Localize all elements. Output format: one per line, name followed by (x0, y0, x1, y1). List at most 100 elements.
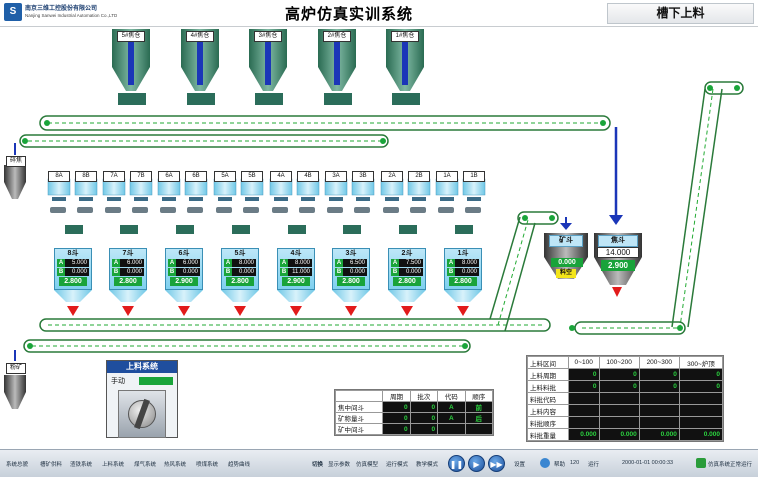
label-a: A (447, 259, 455, 267)
play-button[interactable]: ▶ (468, 455, 485, 472)
tool-display-params[interactable]: 显示参数 (328, 462, 351, 468)
status-text: 仿真系统正常运行 (708, 462, 753, 468)
stats-header: 上料区间 (527, 356, 569, 369)
label-a: A (335, 259, 343, 267)
tool-run-mode[interactable]: 运行模式 (386, 462, 409, 468)
bottom-toolbar: 系统总貌 槽矿供料 渣铁系统 上料系统 煤气系统 热风系统 喷煤系统 趋势曲线 … (0, 449, 758, 477)
cell-value: 0 (598, 380, 640, 393)
tool-sim-model[interactable]: 仿真模型 (356, 462, 379, 468)
cell-value: 0 (382, 412, 411, 424)
ore-bin-label: 2B (408, 171, 430, 182)
label-b: B (57, 268, 65, 276)
coke-bin-4-label: 4#焦仓 (186, 31, 214, 42)
row-label: 矿中间斗 (334, 423, 384, 435)
cell-value: 0 (678, 380, 724, 393)
value-b: 0.000 (399, 268, 423, 276)
value-b: 0.000 (65, 268, 89, 276)
cell-value: 0 (382, 423, 411, 435)
value-a: 8.000 (232, 259, 256, 267)
coke-bin-5-label: 5#焦仓 (117, 31, 145, 42)
cell-value: A (437, 412, 466, 424)
gate-table: 周期 批次 代码 顺序 焦中间斗 0 0 A 前 矿称量斗 0 0 A 后 矿中… (334, 390, 494, 435)
coke-bins (112, 29, 424, 105)
ore-bin-label: 5B (241, 171, 263, 182)
stats-header: 300~炉顶 (678, 356, 724, 369)
cell-value (598, 404, 640, 417)
fast-forward-button[interactable]: ▶▶ (488, 455, 505, 472)
coke-conveyor-lower (19, 134, 389, 148)
stats-header: 100~200 (598, 356, 640, 369)
menu-slag-iron[interactable]: 渣铁系统 (70, 462, 93, 468)
value-a: 6.500 (343, 259, 367, 267)
ore-bin-label: 8A (48, 171, 70, 182)
menu-charging[interactable]: 上料系统 (102, 462, 125, 468)
weigh-hopper-cones (54, 290, 482, 316)
pause-button[interactable]: ❚❚ (448, 455, 465, 472)
value-a: 5.000 (65, 259, 89, 267)
weigh-total: 2.800 (393, 277, 421, 286)
ore-bin-label: 7B (130, 171, 152, 182)
table-row: 矿称量斗 0 0 A 后 (334, 412, 494, 424)
cell-value: 0 (638, 368, 680, 381)
label-b: B (112, 268, 120, 276)
cell-value: 前 (464, 401, 494, 413)
cell-value: 0 (638, 380, 680, 393)
weigh-total: 2.800 (337, 277, 365, 286)
value-a: 6.000 (176, 259, 200, 267)
cell-value: 0.000 (598, 428, 640, 441)
ore-bin-label: 5A (214, 171, 236, 182)
menu-trend[interactable]: 趋势曲线 (228, 462, 251, 468)
cell-value: 0 (678, 368, 724, 381)
label-b: B (168, 268, 176, 276)
gate-header: 周期 (382, 390, 411, 402)
menu-ore-feed[interactable]: 槽矿供料 (40, 462, 63, 468)
label-a: A (112, 259, 120, 267)
company-name-cn: 南京三维工控股份有限公司 (25, 6, 98, 12)
weigh-hopper-title: 2斗 (401, 250, 413, 257)
table-row: 料批代码 (527, 392, 724, 405)
menu-system-overview[interactable]: 系统总貌 (6, 462, 29, 468)
process-diagram (4, 29, 744, 409)
ore-bin-label: 6B (185, 171, 207, 182)
section-tab[interactable]: 槽下上料 (607, 3, 754, 24)
cell-value (598, 416, 640, 429)
value-b: 11.000 (288, 268, 312, 276)
cell-value (638, 416, 680, 429)
label-a: A (391, 259, 399, 267)
label-a: A (57, 259, 65, 267)
ore-bin-label: 3B (352, 171, 374, 182)
stats-table-panel: 上料区间 0~100 100~200 200~300 300~炉顶 上料周期 0… (526, 355, 724, 442)
gate-header (334, 390, 384, 402)
cell-value: 0 (598, 368, 640, 381)
weigh-hopper-title: 1斗 (457, 250, 469, 257)
tool-teach-mode[interactable]: 教学模式 (416, 462, 439, 468)
settings-button[interactable]: 设置 (514, 462, 526, 468)
value-b: 0.000 (176, 268, 200, 276)
menu-gas[interactable]: 煤气系统 (134, 462, 157, 468)
menu-coal-injection[interactable]: 喷煤系统 (196, 462, 219, 468)
value-b: 0.000 (232, 268, 256, 276)
ore-conveyor-lower (23, 339, 471, 353)
gate-header: 代码 (437, 390, 466, 402)
ore-bin-label: 7A (103, 171, 125, 182)
help-button[interactable]: 帮助 (554, 462, 566, 468)
label-b: B (280, 268, 288, 276)
mode-switch[interactable] (118, 390, 166, 438)
row-label: 料批顺序 (527, 416, 569, 429)
inclined-conveyor-right (574, 81, 744, 335)
weigh-hopper-title: 3斗 (345, 250, 357, 257)
ore-bin-label: 4A (270, 171, 292, 182)
ore-bin-label: 6A (158, 171, 180, 182)
menu-hot-blast[interactable]: 热风系统 (164, 462, 187, 468)
cell-value: 0.000 (678, 428, 724, 441)
table-row: 矿中间斗 0 0 (334, 423, 494, 435)
ore-conveyor-main (39, 211, 559, 332)
